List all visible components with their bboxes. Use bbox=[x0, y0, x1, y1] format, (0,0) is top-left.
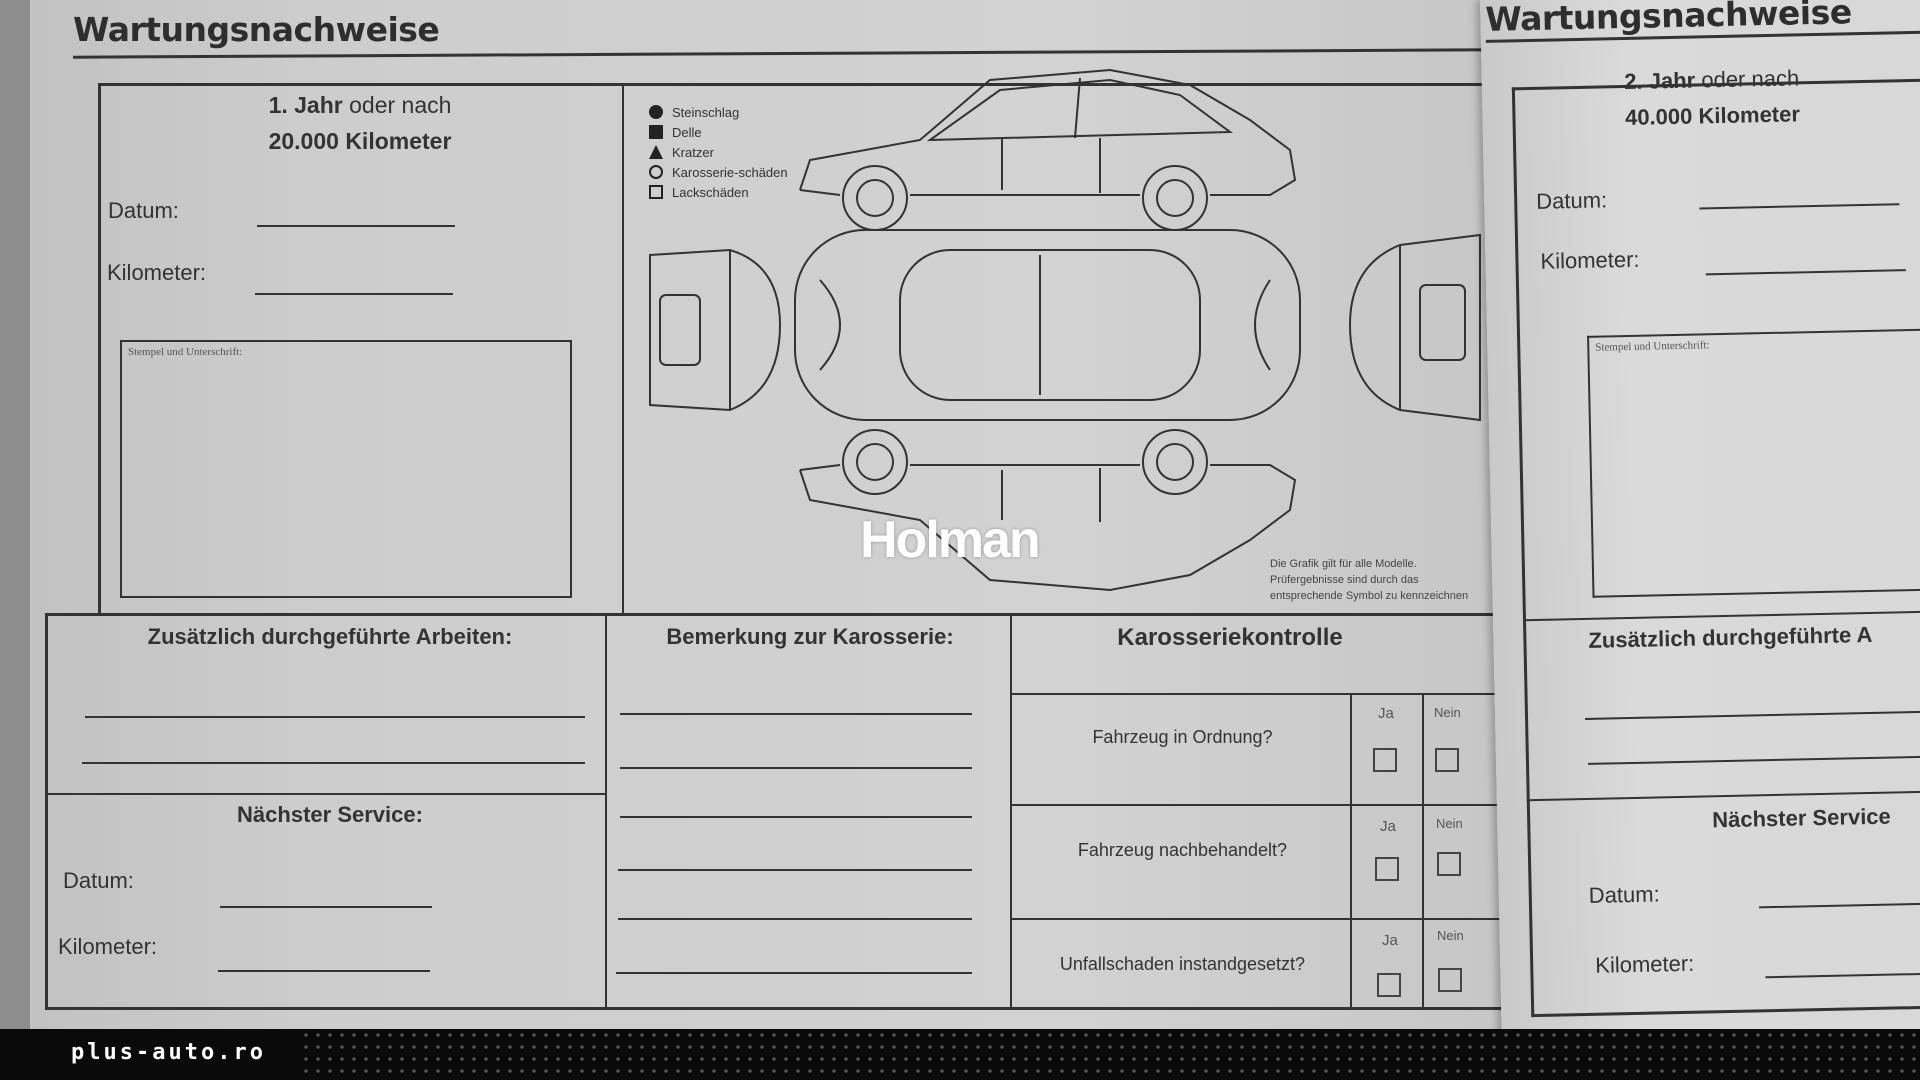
date-field[interactable] bbox=[257, 225, 455, 227]
car-rear-view bbox=[1348, 233, 1481, 422]
next-km-field[interactable] bbox=[218, 970, 430, 972]
filled-triangle-icon bbox=[649, 145, 663, 159]
extra-work-line[interactable] bbox=[82, 762, 585, 764]
outline-square-icon bbox=[649, 185, 663, 199]
divider bbox=[1350, 693, 1352, 1010]
divider bbox=[622, 83, 624, 615]
remarks-line[interactable] bbox=[620, 713, 972, 715]
car-side-bottom-view bbox=[799, 429, 1297, 592]
yes-checkbox[interactable] bbox=[1373, 748, 1397, 772]
question: Fahrzeug in Ordnung? bbox=[1092, 727, 1273, 747]
remarks-line[interactable] bbox=[616, 972, 972, 974]
outline-circle-icon bbox=[649, 165, 663, 179]
car-top-view bbox=[794, 229, 1301, 421]
km-field[interactable] bbox=[255, 293, 453, 295]
km-label: Kilometer: bbox=[1540, 246, 1640, 274]
no-checkbox[interactable] bbox=[1438, 968, 1462, 992]
legend-item: Karosserie-schäden bbox=[648, 162, 788, 182]
divider bbox=[1422, 693, 1424, 1010]
no-label: Nein bbox=[1434, 705, 1461, 720]
yes-label: Ja bbox=[1382, 932, 1398, 949]
date-label: Datum: bbox=[1535, 187, 1608, 214]
remarks-line[interactable] bbox=[618, 918, 972, 920]
body-check-title: Karosseriekontrolle bbox=[1117, 624, 1343, 651]
yes-checkbox[interactable] bbox=[1375, 857, 1399, 881]
divider bbox=[605, 615, 607, 1010]
brand-watermark: plus-auto.ro bbox=[71, 1040, 266, 1065]
footer-bar: plus-auto.ro bbox=[0, 1029, 1920, 1080]
legend-item: Delle bbox=[648, 122, 788, 142]
next-date-field[interactable] bbox=[220, 906, 432, 908]
right-page: Wartungsnachweise 2. Jahr oder nach 40.0… bbox=[1480, 0, 1920, 1040]
yes-label: Ja bbox=[1380, 818, 1396, 835]
divider bbox=[1010, 804, 1518, 806]
date-label: Datum: bbox=[108, 198, 179, 223]
left-page: Wartungsnachweise 1. Jahr oder nach 20.0… bbox=[30, 0, 1520, 1040]
next-service-title: Nächster Service: bbox=[237, 802, 423, 827]
page-title: Wartungsnachweise bbox=[73, 10, 440, 49]
next-km-label: Kilometer: bbox=[58, 934, 158, 959]
remarks-line[interactable] bbox=[620, 767, 972, 769]
remarks-title: Bemerkung zur Karosserie: bbox=[666, 624, 954, 649]
next-km-label: Kilometer: bbox=[1594, 950, 1695, 978]
divider bbox=[1010, 693, 1518, 695]
stamp-box[interactable]: Stempel und Unterschrift: bbox=[120, 340, 572, 598]
car-diagram bbox=[649, 68, 1481, 592]
next-service-title: Nächster Service bbox=[1711, 803, 1892, 833]
extra-work-line[interactable] bbox=[85, 716, 585, 718]
service-km: 20.000 Kilometer bbox=[268, 128, 452, 154]
stamp-box[interactable]: Stempel und Unterschrift: bbox=[1587, 327, 1920, 598]
filled-square-icon bbox=[649, 125, 663, 139]
legend-item: Kratzer bbox=[648, 142, 788, 162]
no-label: Nein bbox=[1437, 928, 1464, 943]
no-label: Nein bbox=[1436, 816, 1463, 831]
divider bbox=[1010, 918, 1518, 920]
km-label: Kilometer: bbox=[107, 260, 207, 285]
next-date-label: Datum: bbox=[1588, 881, 1660, 908]
title-rule bbox=[73, 48, 1493, 59]
diagram-note: Die Grafik gilt für alle Modelle.Prüferg… bbox=[1270, 558, 1469, 602]
car-side-top-view bbox=[799, 68, 1297, 231]
next-date-label: Datum: bbox=[63, 868, 134, 893]
legend-item: Steinschlag bbox=[648, 102, 788, 122]
service-interval: 1. Jahr oder nach bbox=[268, 92, 452, 118]
remarks-line[interactable] bbox=[618, 869, 972, 871]
extra-work-title: Zusätzlich durchgeführte Arbeiten: bbox=[147, 624, 513, 649]
watermark-logo: Holman bbox=[860, 511, 1041, 569]
stamp-label: Stempel und Unterschrift: bbox=[128, 346, 243, 358]
yes-checkbox[interactable] bbox=[1377, 973, 1401, 997]
car-front-view bbox=[649, 248, 782, 412]
legend-item: Lackschäden bbox=[648, 182, 788, 202]
yes-label: Ja bbox=[1378, 705, 1394, 722]
question: Unfallschaden instandgesetzt? bbox=[1059, 954, 1306, 974]
no-checkbox[interactable] bbox=[1435, 748, 1459, 772]
divider bbox=[1010, 615, 1012, 1010]
no-checkbox[interactable] bbox=[1437, 852, 1461, 876]
filled-circle-icon bbox=[649, 105, 663, 119]
divider bbox=[45, 793, 605, 795]
remarks-line[interactable] bbox=[620, 816, 972, 818]
damage-legend: Steinschlag Delle Kratzer Karosserie-sch… bbox=[648, 102, 788, 202]
question: Fahrzeug nachbehandelt? bbox=[1077, 840, 1288, 860]
